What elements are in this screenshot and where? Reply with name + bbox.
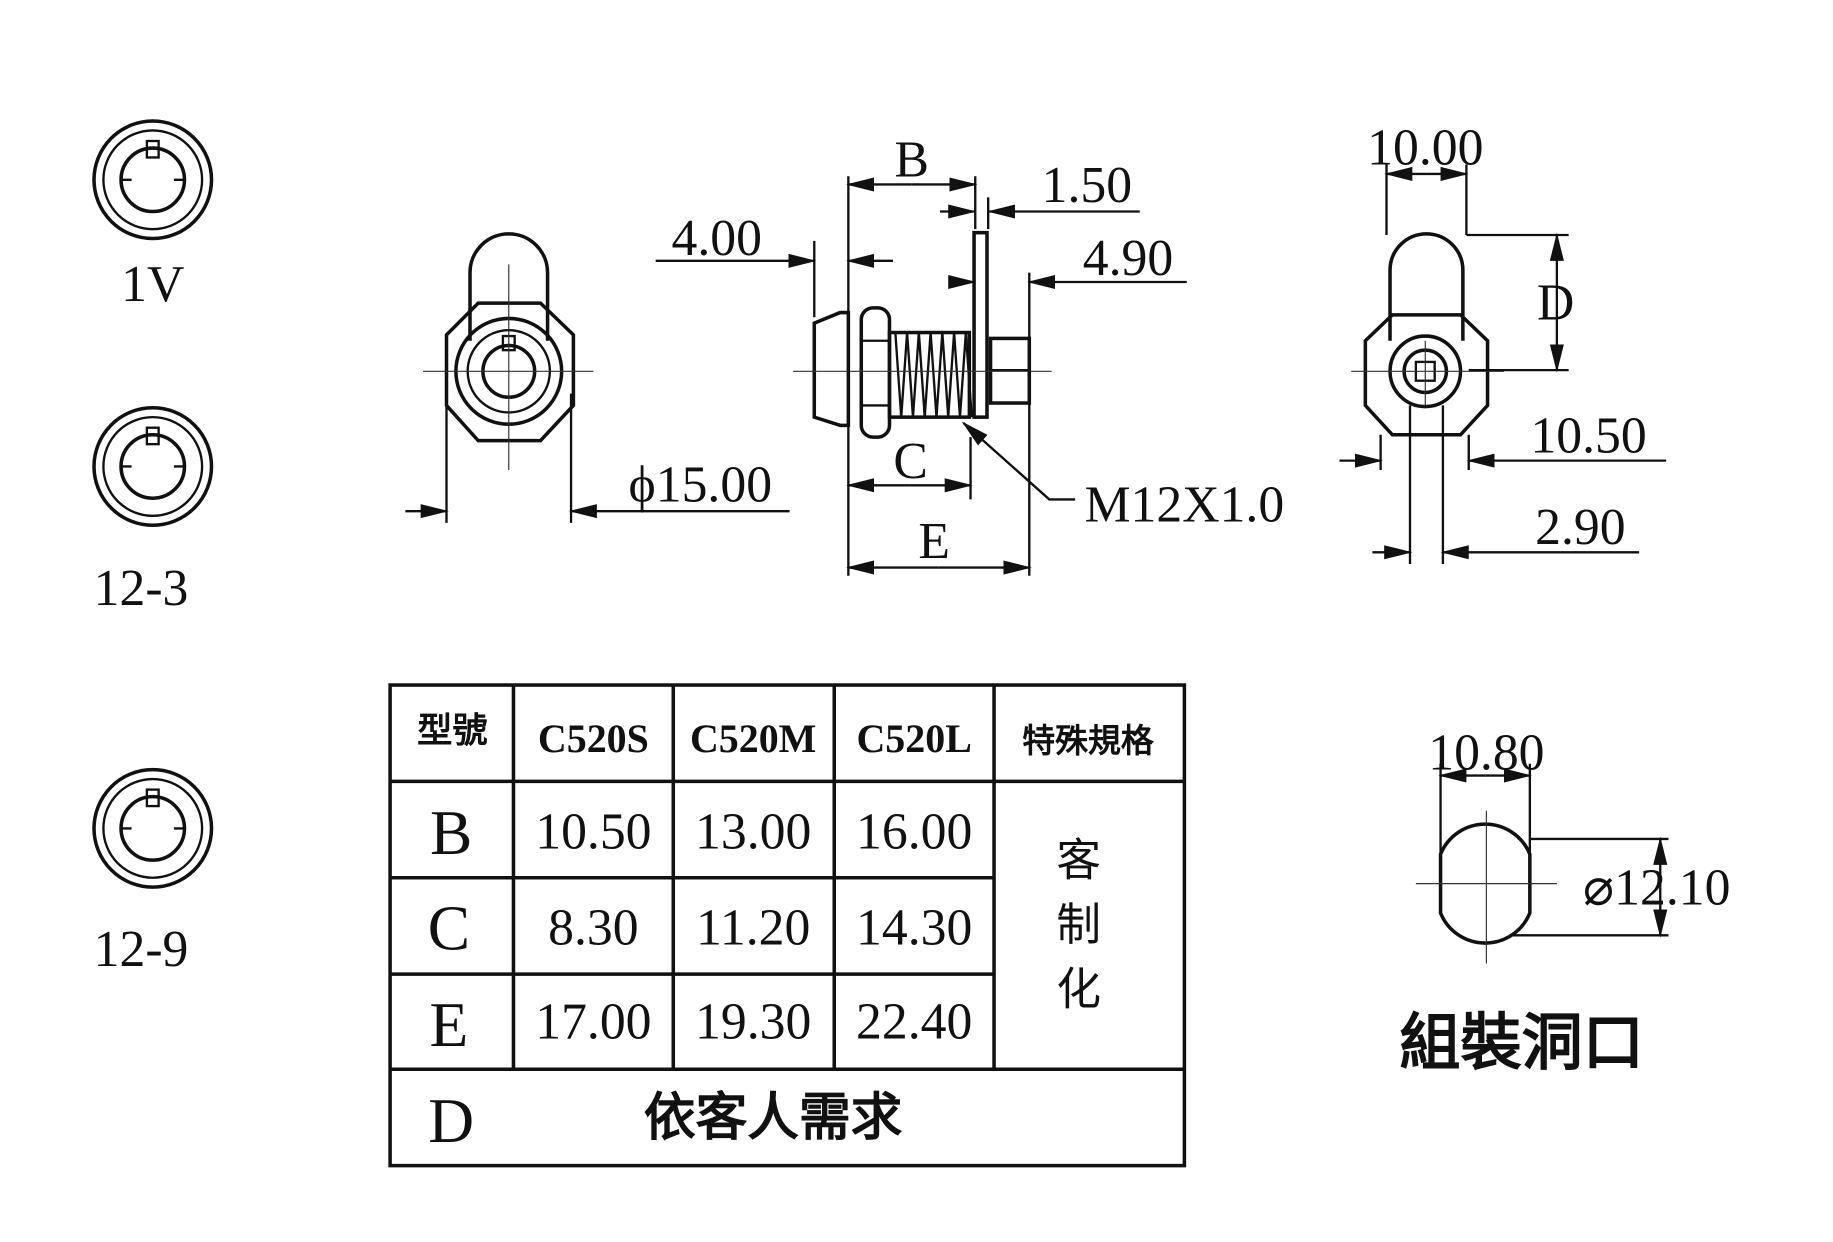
key-face-12-3: 12-3 [92,405,214,617]
key-face-icon [92,119,214,241]
thread-label: M12X1.0 [1085,477,1285,534]
header-c520m: C520M [690,716,816,761]
key-face-icon [92,405,214,527]
dim-1-50-label: 1.50 [1042,157,1132,214]
dim-b-label: B [895,131,929,188]
header-model: 型號 [417,711,488,752]
mounting-hole-title: 組裝洞口 [1399,1007,1643,1078]
key-face-label: 1V [121,256,184,313]
cell: 22.40 [856,994,972,1051]
key-face-label: 12-3 [94,560,189,617]
key-face-label: 12-9 [94,921,189,978]
special-char: 制 [1056,899,1101,951]
cell: 16.00 [856,803,972,860]
side-view: B 1.50 4.00 4.90 C E M12X1.0 [655,131,1285,576]
dim-4-90-label: 4.90 [1083,230,1173,287]
cell: 8.30 [548,900,638,957]
mounting-hole: 10.80 ⌀12.10 組裝洞口 [1399,725,1730,1079]
dim-d-label: D [1537,275,1574,332]
d-row-text: 依客人需求 [644,1088,903,1148]
key-face-1v: 1V [92,119,214,313]
hole-width-label: 10.80 [1428,725,1544,782]
cell: 17.00 [535,994,651,1051]
dim-4-00-label: 4.00 [672,210,762,267]
dim-e-label: E [918,513,950,570]
row-label-c: C [428,892,470,963]
diameter-label: ϕ15.00 [629,457,773,514]
header-c520l: C520L [856,716,971,761]
special-char: 化 [1056,964,1101,1016]
cell: 10.50 [535,803,651,860]
cell: 19.30 [695,994,811,1051]
rear-view: 10.00 D 10.50 2.90 [1339,120,1667,565]
cell: 13.00 [695,803,811,860]
cell: 14.30 [856,900,972,957]
dim-2-90-label: 2.90 [1535,499,1625,556]
dim-10-50-label: 10.50 [1530,407,1646,464]
header-special: 特殊規格 [1022,721,1155,760]
spec-table: 型號 C520S C520M C520L 特殊規格 B 10.50 13.00 … [388,683,1187,1168]
row-label-b: B [430,797,472,868]
front-view: ϕ15.00 [405,232,790,523]
row-label-d: D [428,1085,474,1156]
key-face-icon [92,767,214,889]
special-char: 客 [1056,834,1101,886]
cell: 11.20 [696,900,810,957]
key-face-12-9: 12-9 [92,767,214,978]
dim-10-00-label: 10.00 [1367,120,1483,177]
hole-diameter-label: ⌀12.10 [1583,860,1730,917]
header-c520s: C520S [538,716,649,761]
dim-c-label: C [893,433,927,490]
row-label-e: E [429,989,468,1060]
